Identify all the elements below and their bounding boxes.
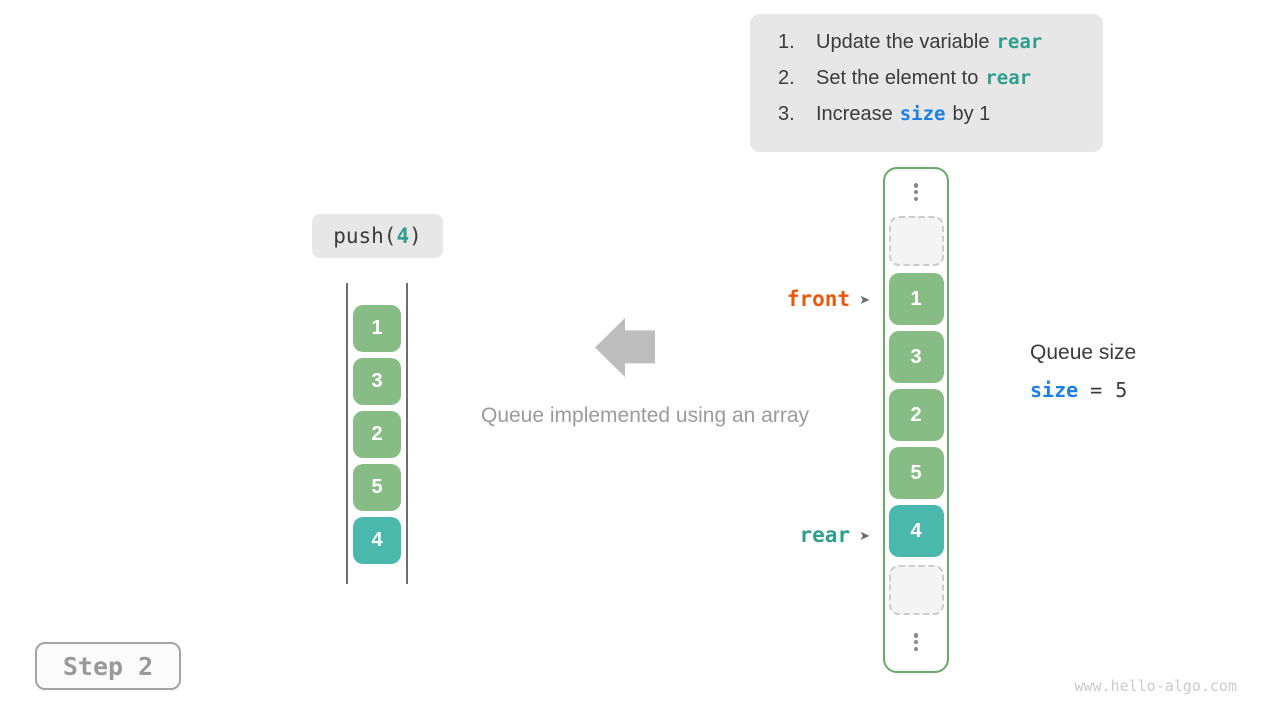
queue-cell-rear: 4: [888, 505, 944, 557]
step-number: 3.: [778, 103, 795, 125]
instruction-steps-box: 1. Update the variable rear 2. Set the e…: [750, 14, 1103, 152]
instruction-step-2: 2. Set the element to rear: [778, 67, 1085, 103]
left-array-cell: 2: [353, 411, 401, 458]
front-pointer-label: front: [786, 287, 851, 311]
step-badge: Step 2: [35, 642, 181, 690]
rear-pointer-label: rear: [799, 523, 851, 547]
left-array-cell: 3: [353, 358, 401, 405]
queue-array-container: 1 3 2 5 4: [883, 167, 949, 673]
push-close-paren: ): [409, 224, 422, 248]
left-array-cell: 1: [353, 305, 401, 352]
left-array: 1 3 2 5 4: [346, 283, 408, 584]
queue-cell-front: 1: [888, 273, 944, 325]
queue-cell: 2: [888, 389, 944, 441]
size-variable: size: [1030, 378, 1079, 402]
push-operation-label: push(4): [312, 214, 443, 258]
empty-array-slot: [888, 565, 944, 615]
pointer-arrow-icon: ➤: [859, 527, 870, 543]
step-number: 1.: [778, 31, 795, 53]
pointer-arrow-icon: ➤: [859, 291, 870, 307]
queue-cell: 3: [888, 331, 944, 383]
vertical-ellipsis-icon: [913, 183, 919, 201]
instruction-step-3: 3. Increase size by 1: [778, 103, 1085, 139]
front-pointer: front ➤: [690, 287, 870, 311]
left-arrow-icon: [595, 318, 655, 377]
step-text: Update the variable: [816, 31, 990, 53]
step-number: 2.: [778, 67, 795, 89]
code-token-rear: rear: [985, 67, 1032, 89]
queue-cell: 5: [888, 447, 944, 499]
watermark: www.hello-algo.com: [1074, 677, 1237, 695]
queue-size-title: Queue size: [1030, 341, 1137, 364]
code-token-rear: rear: [996, 31, 1043, 53]
step-text: Set the element to: [816, 67, 979, 89]
code-token-size: size: [899, 103, 946, 125]
left-array-cell: 5: [353, 464, 401, 511]
queue-size-expression: size = 5: [1030, 378, 1136, 402]
queue-size-annotation: Queue size size = 5: [1030, 341, 1136, 402]
rear-pointer: rear ➤: [690, 523, 870, 547]
empty-array-slot: [888, 216, 944, 266]
diagram-caption: Queue implemented using an array: [480, 404, 810, 427]
push-fn-text: push(: [333, 224, 397, 248]
vertical-ellipsis-icon: [913, 633, 919, 651]
step-text: Increase: [816, 103, 893, 125]
equals-sign: =: [1090, 378, 1103, 402]
push-arg-value: 4: [396, 224, 410, 248]
instruction-step-1: 1. Update the variable rear: [778, 31, 1085, 67]
size-value: 5: [1115, 378, 1128, 402]
step-text-post: by 1: [952, 103, 991, 125]
left-array-cell-highlighted: 4: [353, 517, 401, 564]
